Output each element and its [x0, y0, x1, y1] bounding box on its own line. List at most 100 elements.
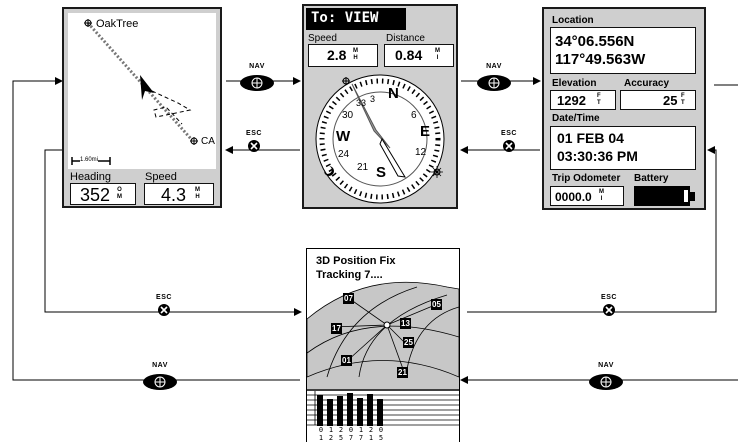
- bar-label: 0: [378, 426, 384, 434]
- nav-label: NAV: [249, 63, 265, 70]
- close-icon: [603, 304, 615, 316]
- speed-unit: M H: [195, 187, 200, 200]
- dial-33: 33: [356, 98, 367, 108]
- sat-07: 07: [343, 293, 354, 304]
- globe-icon: [143, 374, 177, 390]
- heading-label: Heading: [70, 171, 111, 183]
- dial-12: 12: [415, 147, 427, 158]
- nav-button-2[interactable]: NAV: [474, 63, 514, 99]
- dial-e: E: [420, 123, 431, 140]
- esc-label: ESC: [156, 294, 172, 301]
- close-icon: [158, 304, 170, 316]
- dial-21: 21: [357, 162, 369, 173]
- nav-button-3[interactable]: NAV: [140, 362, 180, 398]
- bar-label: 2: [328, 434, 334, 442]
- info-screen[interactable]: Location 34°06.556N 117°49.563W Elevatio…: [542, 7, 706, 210]
- bar-label: 1: [328, 426, 334, 434]
- destination-title: To: VIEW: [311, 10, 379, 26]
- heading-unit: O M: [117, 187, 122, 200]
- nav-label: NAV: [152, 362, 168, 369]
- elevation-unit: F T: [597, 93, 601, 106]
- map-track: [71, 19, 198, 165]
- signal-bar: [377, 399, 383, 426]
- esc-button-4[interactable]: ESC: [599, 294, 639, 324]
- bar-label: 0: [348, 426, 354, 434]
- nav-label: NAV: [486, 63, 502, 70]
- odometer-label: Trip Odometer: [552, 173, 621, 184]
- compass-distance-label: Distance: [386, 33, 425, 44]
- destination-header: To: VIEW: [306, 8, 406, 30]
- moon-icon: [324, 166, 334, 176]
- signal-bar: [317, 395, 323, 426]
- distance-value: 0.84: [395, 47, 423, 63]
- elevation-label: Elevation: [552, 78, 597, 89]
- speed-value: 4.3: [161, 185, 187, 205]
- elevation-value: 1292: [557, 93, 586, 108]
- esc-button-2[interactable]: ESC: [499, 130, 539, 160]
- date-value: 01 FEB 04: [557, 130, 624, 146]
- datetime-box: 01 FEB 04 03:30:36 PM: [550, 126, 696, 170]
- sun-icon: [431, 166, 443, 178]
- dial-24: 24: [338, 149, 350, 160]
- satellite-screen[interactable]: 3D Position Fix Tracking 7.... 07 05: [306, 248, 460, 442]
- map-screen[interactable]: OakTree CA 1.60mi Heading 352 O M Speed …: [62, 7, 222, 208]
- esc-button-3[interactable]: ESC: [154, 294, 194, 324]
- dial-s: S: [376, 164, 387, 181]
- speed-label: Speed: [145, 171, 177, 183]
- distance-unit: M I: [435, 48, 440, 61]
- odometer-unit: M I: [599, 189, 604, 202]
- longitude: 117°49.563W: [555, 51, 646, 68]
- signal-bar: [327, 399, 333, 426]
- battery-icon: [634, 186, 695, 206]
- dial-3: 3: [370, 94, 376, 104]
- compass-screen[interactable]: To: VIEW Speed Distance 2.8 M H 0.84 M I…: [302, 4, 458, 209]
- accuracy-value: 25: [663, 93, 678, 108]
- bar-label: 5: [378, 434, 384, 442]
- sat-01: 01: [341, 355, 352, 366]
- sky-view: [307, 281, 459, 442]
- globe-icon: [240, 75, 274, 91]
- fix-status: 3D Position Fix: [316, 255, 396, 267]
- waypoint-ca-label: CA: [201, 136, 215, 147]
- map-view: OakTree CA 1.60mi: [68, 13, 216, 169]
- nav-label: NAV: [598, 362, 614, 369]
- nav-button-4[interactable]: NAV: [586, 362, 626, 398]
- nav-button-1[interactable]: NAV: [237, 63, 277, 99]
- esc-button-1[interactable]: ESC: [244, 130, 284, 160]
- heading-value: 352: [80, 185, 111, 205]
- location-label: Location: [552, 15, 594, 26]
- compass-speed-unit: M H: [353, 48, 358, 61]
- datetime-label: Date/Time: [552, 113, 600, 124]
- bar-label: 7: [348, 434, 354, 442]
- time-value: 03:30:36 PM: [557, 148, 638, 164]
- globe-icon: [477, 75, 511, 91]
- signal-bar: [337, 396, 343, 426]
- latitude: 34°06.556N: [555, 33, 635, 50]
- compass-dial: [315, 74, 445, 204]
- dial-6: 6: [411, 110, 417, 121]
- bar-label: 5: [338, 434, 344, 442]
- esc-label: ESC: [246, 130, 262, 137]
- sat-17: 17: [331, 323, 342, 334]
- speed-field: Speed 4.3 M H: [142, 171, 218, 205]
- waypoint-icon: [84, 19, 92, 27]
- dial-30: 30: [342, 110, 354, 121]
- bar-label: 0: [318, 426, 324, 434]
- heading-field: Heading 352 O M: [66, 171, 136, 205]
- bar-label: 2: [338, 426, 344, 434]
- sat-13: 13: [400, 318, 411, 329]
- sat-05: 05: [431, 299, 442, 310]
- bar-label: 7: [358, 434, 364, 442]
- waypoint-icon: [190, 137, 198, 145]
- bar-label: 1: [368, 434, 374, 442]
- close-icon: [248, 140, 260, 152]
- compass-speed-value: 2.8: [327, 47, 347, 63]
- odometer-value: 0000.0: [555, 190, 592, 204]
- signal-bar: [367, 394, 373, 426]
- signal-bar: [357, 398, 363, 426]
- bar-label: 1: [358, 426, 364, 434]
- signal-bar: [347, 393, 353, 426]
- esc-label: ESC: [601, 294, 617, 301]
